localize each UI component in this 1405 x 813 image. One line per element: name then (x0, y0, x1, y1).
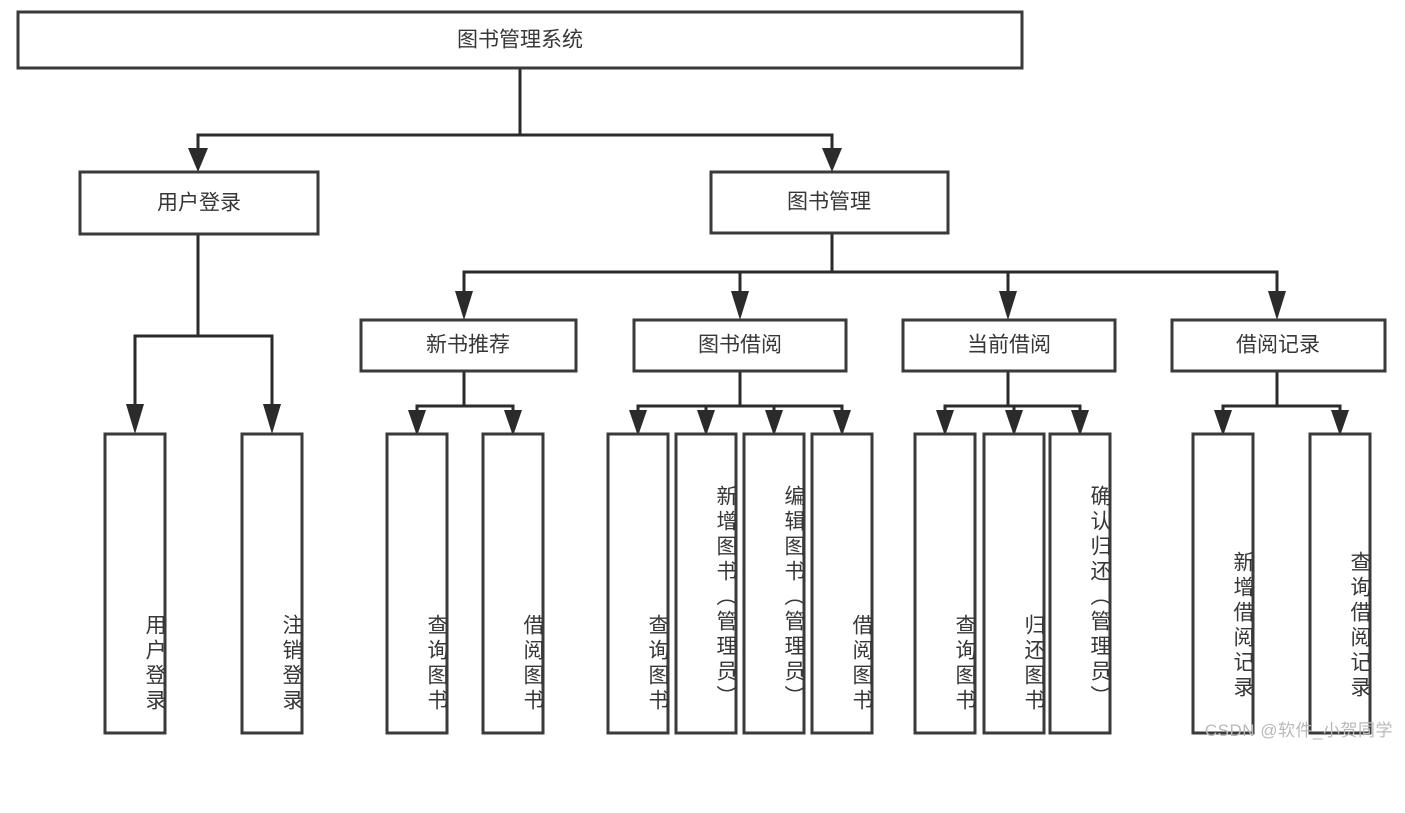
node-leaf-bookborrow-add[interactable] (674, 432, 738, 735)
node-book-borrow-label: 图书借阅 (698, 334, 782, 357)
arrow-leaf-bookborrow-4 (833, 410, 851, 436)
node-book-manage[interactable] (709, 170, 950, 235)
node-leaf-bookborrow-borrow[interactable] (810, 432, 874, 735)
csdn-watermark: CSDN @软件_小贺同学 (1204, 721, 1393, 740)
arrow-to-bookborrow (731, 291, 749, 320)
arrow-leaf-newbook-2 (504, 410, 522, 436)
arrow-to-borrowrecord (1268, 291, 1286, 320)
node-leaf-currentborrow-query[interactable] (913, 432, 977, 735)
node-root-system-label: 图书管理系统 (457, 29, 583, 52)
arrow-leaf-bookborrow-2 (697, 410, 715, 436)
node-borrow-record-label: 借阅记录 (1236, 334, 1320, 357)
node-user-login[interactable] (78, 170, 320, 236)
arrow-leaf-borrowrecord-1 (1214, 410, 1232, 436)
arrow-leaf-borrowrecord-2 (1331, 410, 1349, 436)
arrow-to-newbook (455, 291, 473, 320)
arrow-leaf-newbook-1 (408, 410, 426, 436)
connector-layer (126, 66, 1349, 436)
node-user-login-label: 用户登录 (157, 192, 241, 215)
node-current-borrow-label: 当前借阅 (967, 334, 1051, 357)
node-root-system[interactable] (16, 10, 1024, 70)
node-leaf-bookborrow-edit[interactable] (742, 432, 806, 735)
node-book-manage-label: 图书管理 (787, 191, 871, 214)
node-leaf-currentborrow-return[interactable] (982, 432, 1046, 735)
node-current-borrow[interactable] (901, 318, 1117, 373)
arrow-leaf-currentborrow-1 (936, 410, 954, 436)
node-book-borrow[interactable] (632, 318, 848, 373)
node-leaf-newbook-query[interactable] (385, 432, 449, 735)
node-leaf-borrowrecord-add[interactable] (1191, 432, 1255, 735)
node-leaf-currentborrow-confirm[interactable] (1048, 432, 1112, 735)
diagram-canvas: 图书管理系统 用户登录 图书管理 新书推荐 图书借阅 当前借阅 借阅记录 (16, 10, 1393, 740)
node-box-layer: 图书管理系统 用户登录 图书管理 新书推荐 图书借阅 当前借阅 借阅记录 (16, 10, 1387, 735)
node-leaf-newbook-borrow[interactable] (481, 432, 545, 735)
node-borrow-record[interactable] (1170, 318, 1387, 373)
arrow-leaf-currentborrow-2 (1005, 410, 1023, 436)
tree-diagram-svg: 图书管理系统 用户登录 图书管理 新书推荐 图书借阅 当前借阅 借阅记录 (16, 10, 1387, 735)
node-leaf-user-login-logout[interactable] (240, 432, 304, 735)
arrow-to-currentborrow (999, 291, 1017, 320)
arrow-to-user-login (188, 148, 208, 172)
node-leaf-user-login-login[interactable] (103, 432, 167, 735)
node-new-book-recommend-label: 新书推荐 (426, 334, 510, 357)
node-leaf-bookborrow-query[interactable] (606, 432, 670, 735)
arrow-to-book-manage (822, 148, 842, 172)
node-new-book-recommend[interactable] (359, 318, 578, 373)
arrow-leaf-currentborrow-3 (1071, 410, 1089, 436)
arrow-leaf-user-login-1 (126, 404, 144, 434)
arrow-leaf-bookborrow-3 (765, 410, 783, 436)
arrow-leaf-bookborrow-1 (629, 410, 647, 436)
arrow-leaf-user-login-2 (263, 404, 281, 434)
node-leaf-borrowrecord-query[interactable] (1308, 432, 1372, 735)
